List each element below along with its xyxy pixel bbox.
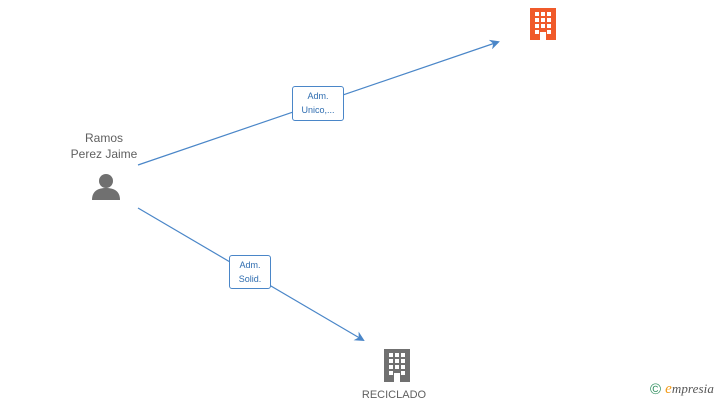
person-name-line-1: Ramos (84, 131, 123, 145)
person-node[interactable] (92, 174, 120, 200)
brand-initial: e (665, 380, 672, 397)
relation-label-line-1: Adm. (239, 260, 261, 270)
relation-label-admin-solid[interactable]: Adm. Solid. (229, 255, 271, 289)
relation-label-line-2: Unico,... (301, 105, 335, 115)
building-icon (384, 349, 410, 382)
relation-label-admin-unico[interactable]: Adm. Unico,... (292, 86, 344, 121)
relation-label-line-2: Solid. (238, 274, 262, 284)
company-node-top[interactable] (530, 8, 556, 40)
copyright-icon: © (650, 380, 662, 398)
person-icon (92, 174, 120, 200)
brand-rest: mpresia (671, 380, 714, 396)
brand-logo-text: empresia (665, 381, 714, 398)
relation-label-line-1: Adm. (307, 91, 329, 101)
company-node-reciclado[interactable] (384, 349, 410, 382)
person-name-label[interactable]: Ramos Perez Jaime (54, 130, 154, 162)
empresia-watermark[interactable]: © empresia (650, 380, 714, 398)
building-icon (530, 8, 556, 40)
person-name-line-2: Perez Jaime (70, 147, 138, 161)
company-label-reciclado[interactable]: RECICLADO (361, 389, 427, 401)
